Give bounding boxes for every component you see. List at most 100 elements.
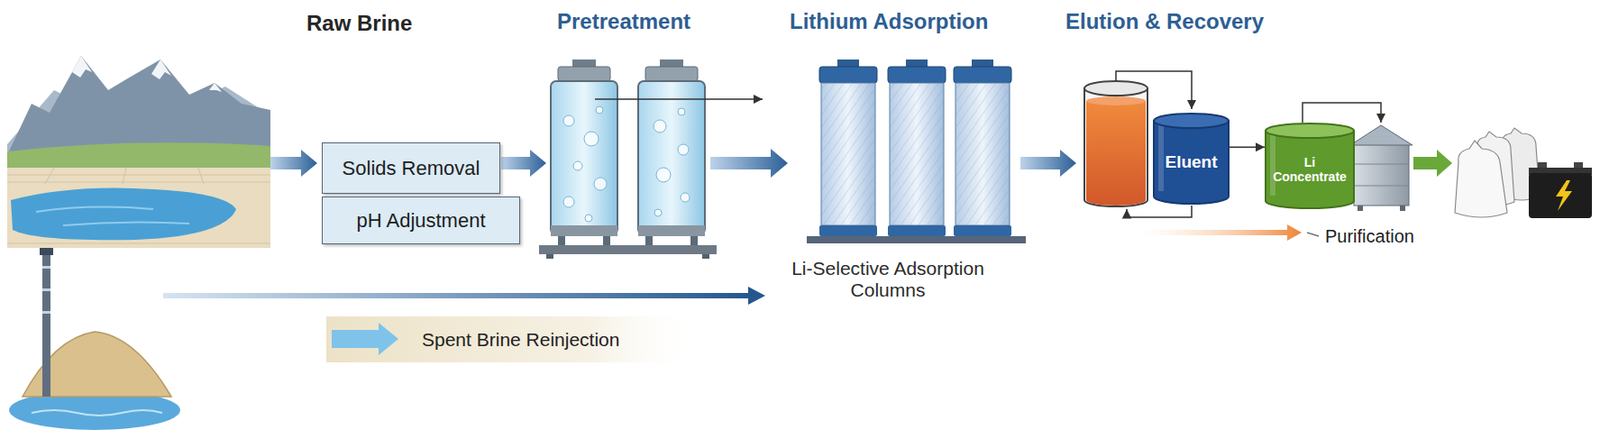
brine-landscape xyxy=(7,242,271,244)
pretreatment-tank xyxy=(539,245,717,255)
pretreatment-tank xyxy=(645,66,698,82)
reinjection-band xyxy=(326,316,704,363)
pretreatment-tank xyxy=(584,131,599,147)
adsorption-column xyxy=(821,82,876,226)
pretreatment-tank xyxy=(638,225,705,237)
adsorption-column xyxy=(889,82,944,226)
adsorption-column xyxy=(955,82,1010,226)
pretreatment-tank xyxy=(563,196,575,208)
flow-arrow xyxy=(1020,149,1077,177)
pretreatment-tank xyxy=(654,209,662,217)
feed-tank xyxy=(1084,81,1148,96)
flow-arrow xyxy=(270,149,318,177)
pretreatment-tank xyxy=(550,225,618,237)
adsorption-column xyxy=(819,59,878,237)
pretreatment-tank xyxy=(595,106,604,114)
node-text: Li Concentrate xyxy=(1272,155,1348,184)
product-bags xyxy=(1454,128,1540,218)
pretreatment-tank xyxy=(680,192,690,202)
pretreatment-tank xyxy=(594,98,763,101)
adsorption-column xyxy=(806,59,1026,244)
pretreatment-tank xyxy=(702,254,710,259)
brine-landscape xyxy=(36,207,154,212)
flow-arrow xyxy=(710,148,788,178)
recycle-line xyxy=(1115,71,1381,218)
pretreatment-tank xyxy=(546,254,554,259)
recycle-line xyxy=(1115,71,1192,110)
pretreatment-tank xyxy=(563,115,575,127)
adsorption-column xyxy=(953,225,1012,237)
flow-connector xyxy=(1229,146,1265,149)
process-box: pH Adjustment xyxy=(321,196,521,245)
pretreatment-tank xyxy=(585,214,593,222)
flow-label: Spent Brine Reinjection xyxy=(421,329,620,351)
purification-arrow xyxy=(1137,224,1319,241)
feed-tank xyxy=(1084,81,1148,207)
pretreatment-tank xyxy=(645,236,653,246)
pretreatment-tank xyxy=(539,59,763,259)
node-text: pH Adjustment xyxy=(356,209,485,232)
step-label: Purification xyxy=(1325,226,1415,247)
flow-arrow xyxy=(1413,149,1453,177)
adsorption-column xyxy=(887,59,946,237)
adsorption-column xyxy=(806,236,1026,244)
pretreatment-tank xyxy=(550,81,618,235)
battery-icon xyxy=(1555,180,1573,211)
brine-landscape xyxy=(10,188,237,241)
purification-silo xyxy=(1353,185,1409,187)
brine-landscape xyxy=(72,55,92,78)
pretreatment-tank xyxy=(557,236,566,246)
stage-heading: Elution & Recovery xyxy=(1065,9,1264,35)
product-bags xyxy=(1454,140,1508,218)
pretreatment-tank xyxy=(603,236,611,246)
adsorption-column xyxy=(887,66,946,83)
flow-arrow xyxy=(163,148,1453,305)
brine-landscape xyxy=(151,59,172,80)
pretreatment-tank xyxy=(638,81,705,235)
purification-silo xyxy=(1353,144,1409,206)
tank-lid xyxy=(1153,113,1229,128)
brine-well xyxy=(39,247,54,256)
brine-well xyxy=(42,252,51,397)
adsorption-column xyxy=(953,59,1012,237)
adsorption-column xyxy=(955,82,1010,226)
pretreatment-tank xyxy=(656,167,671,183)
brine-well xyxy=(42,288,51,292)
pretreatment-tank xyxy=(653,119,667,133)
brine-landscape xyxy=(122,167,127,184)
reinjection-band xyxy=(326,316,704,363)
stage-heading: Lithium Adsorption xyxy=(789,9,988,35)
brine-landscape xyxy=(7,173,271,175)
adsorption-column xyxy=(889,82,944,226)
purification-silo xyxy=(1350,125,1413,146)
concentrate-tank: Li Concentrate xyxy=(1264,122,1355,210)
pretreatment-tank xyxy=(677,144,689,156)
brine-landscape xyxy=(198,167,204,184)
brine-landscape xyxy=(7,167,271,248)
adsorption-column xyxy=(821,82,876,226)
adsorption-column xyxy=(819,225,878,237)
eluent-tank: Eluent xyxy=(1152,112,1230,205)
pretreatment-tank xyxy=(550,59,618,246)
brine-well xyxy=(9,247,181,430)
pretreatment-tank xyxy=(677,108,686,116)
tank-body xyxy=(1265,130,1354,209)
recycle-line xyxy=(1126,205,1192,218)
node-text: Solids Removal xyxy=(342,156,481,180)
flow-arrow xyxy=(748,286,766,305)
tank-body xyxy=(1153,120,1229,204)
recycle-line xyxy=(1302,102,1381,123)
stage-heading: Pretreatment xyxy=(557,9,691,35)
purification-arrow xyxy=(1307,232,1319,237)
brine-well xyxy=(31,410,163,416)
reinjection-band xyxy=(331,322,399,356)
brine-well xyxy=(42,310,51,314)
feed-tank xyxy=(1086,100,1146,206)
brine-well xyxy=(42,265,51,269)
flow-arrow xyxy=(163,292,750,299)
battery-icon xyxy=(1528,173,1592,219)
